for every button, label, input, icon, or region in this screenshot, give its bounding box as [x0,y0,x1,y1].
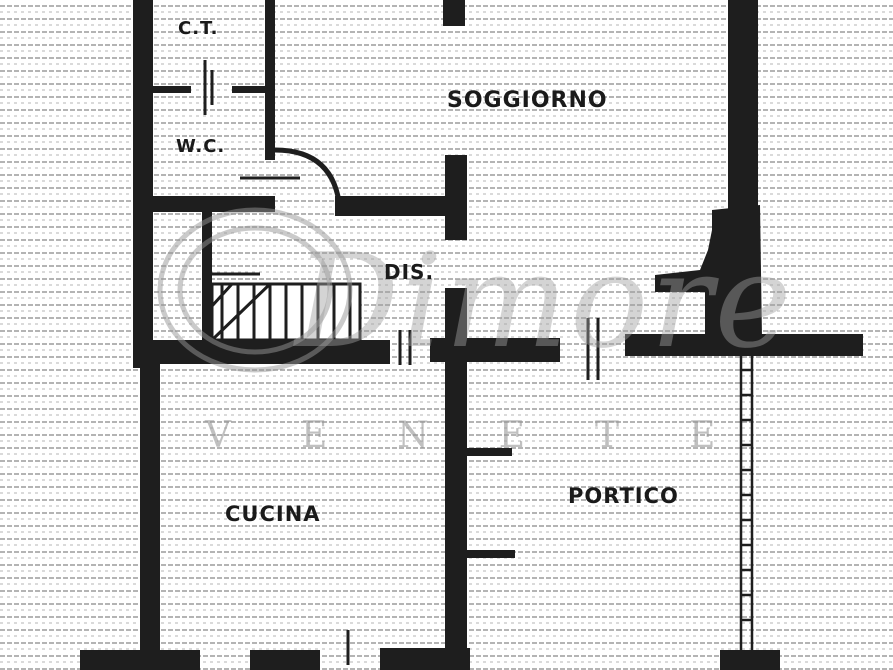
room-label-wc: W.C. [176,136,226,157]
wall-bottom-1 [80,650,200,670]
wall-portico-stub-bottom [467,550,515,558]
wall-central-upper [445,155,467,240]
wall-bottom-2 [250,650,320,670]
wall-ct-wc-right [232,86,265,93]
room-label-ct: C.T. [178,18,219,39]
wall-bottom-4 [720,650,780,670]
chimney [655,205,762,338]
watermark-subtitle: VENETE [205,415,786,456]
wall-horizontal-right [625,334,863,356]
watermark-script: Dimore [295,225,794,377]
wall-ct-right [265,0,275,160]
wall-horizontal-mid [430,338,560,362]
wc-door-swing [274,147,343,211]
room-label-cucina: CUCINA [225,502,321,526]
room-label-portico: PORTICO [568,484,679,508]
staircase [210,272,362,342]
wall-central-lower [445,288,467,670]
wall-bottom-3 [380,648,470,670]
wall-portico-stub-top [467,448,512,456]
watermark-logo [157,207,353,373]
door-marks [346,318,600,665]
wall-left-outer-upper [133,0,153,368]
portico-ladder [739,356,754,650]
wall-stair-left [202,212,212,340]
wall-ct-wc-left [153,86,191,93]
room-label-dis: DIS. [384,260,435,284]
wall-top-stub [443,0,465,26]
ct-door-marks [203,60,214,115]
wall-left-outer-lower [140,355,160,655]
wall-dis-top [335,196,465,216]
room-label-soggiorno: SOGGIORNO [447,88,608,113]
wall-right-upper [728,0,758,210]
